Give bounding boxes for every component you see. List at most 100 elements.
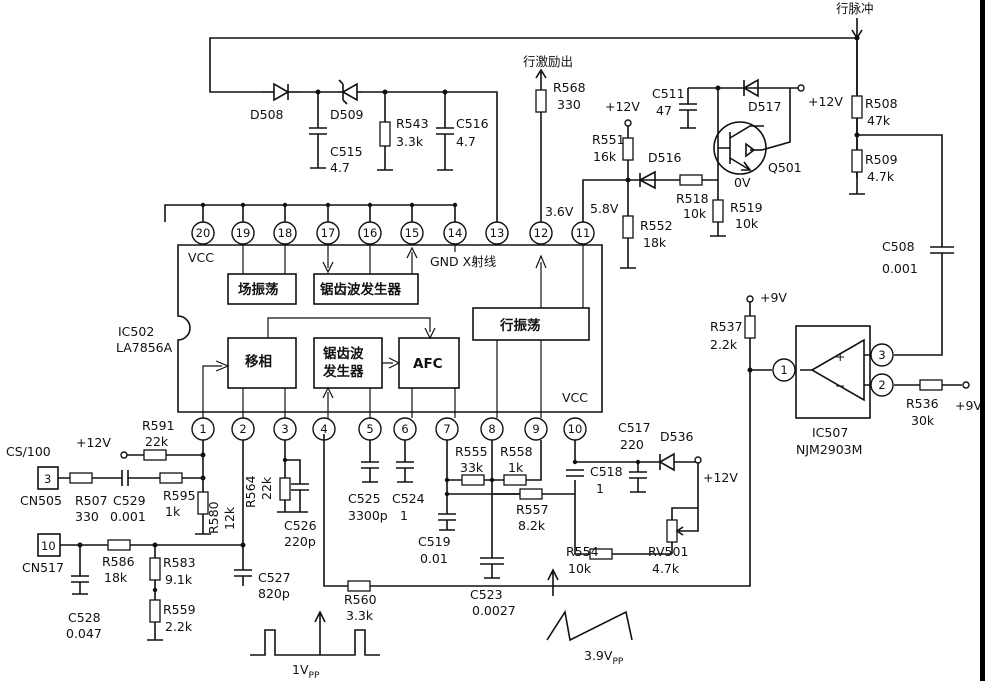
value-r536: 30k [911, 413, 935, 428]
waveform-pulse: 1VPP [250, 610, 380, 681]
pin3-network: C526 220p [277, 440, 317, 549]
label-cn505: CN505 [20, 493, 62, 508]
block-v-osc [227, 273, 297, 305]
label-r559: R559 [163, 602, 196, 617]
value-r564: 22k [259, 476, 274, 500]
value-r595: 1k [165, 504, 181, 519]
label-vcc-bottom: VCC [562, 390, 588, 405]
supply-9v-a: +9V [760, 290, 787, 305]
value-rv501: 4.7k [652, 561, 680, 576]
label-r591: R591 [142, 418, 175, 433]
value-c511: 47 [656, 103, 672, 118]
ic502-pin-13-label: 13 [490, 226, 505, 240]
value-c525: 3300p [348, 508, 388, 523]
value-c526: 220p [284, 534, 316, 549]
value-r568: 330 [557, 97, 581, 112]
label-r586: R586 [102, 554, 135, 569]
value-r519: 10k [735, 216, 759, 231]
label-r568: R568 [553, 80, 586, 95]
ic507-pin-1-label: 1 [780, 363, 787, 377]
block-sawtooth-mid-label1: 锯齿波 [323, 345, 364, 362]
pin5-pin6-caps: C525 3300p C524 1 [348, 440, 425, 523]
block-sawtooth-top-label: 锯齿波发生器 [320, 281, 401, 298]
ic502-pin-16 [358, 221, 382, 245]
label-5v8: 5.8V [590, 201, 619, 216]
hsync-divider: R508 47k R509 4.7k C508 0.001 [849, 38, 954, 356]
label-r595: R595 [163, 488, 196, 503]
ic502-pin-1-label: 1 [199, 422, 206, 436]
supply-12v-b: +12V [808, 94, 843, 109]
diode-d508: D508 [250, 82, 300, 122]
ic502: VCC VCC GND X射线 IC502 LA7856A 场振荡 锯齿波发生器… [116, 244, 603, 418]
label-d509: D509 [330, 107, 364, 122]
ic507-pin-2 [870, 373, 894, 397]
cn505-pin: 3 [44, 472, 51, 486]
value-r583: 9.1k [165, 572, 193, 587]
block-phase-shift [227, 337, 297, 389]
label-c525: C525 [348, 491, 381, 506]
label-h-drive-out: 行激励出 [523, 54, 573, 69]
ic502-pin-18-label: 18 [278, 226, 293, 240]
page-edge [980, 0, 985, 681]
value-c519: 0.01 [420, 551, 448, 566]
label-gnd-xray: GND X射线 [430, 254, 497, 269]
label-r557: R557 [516, 502, 549, 517]
label-rv501: RV501 [648, 544, 688, 559]
block-afc [398, 337, 460, 389]
label-c508: C508 [882, 239, 915, 254]
value-r558: 1k [508, 460, 524, 475]
label-r583: R583 [163, 555, 196, 570]
value-r509: 4.7k [867, 169, 895, 184]
ic502-pin-2-label: 2 [239, 422, 246, 436]
supply-12v-c: +12V [76, 435, 111, 450]
ic502-pin-9 [524, 417, 548, 441]
ic502-pin-18 [273, 221, 297, 245]
ic507-pin-1 [772, 358, 796, 382]
cn517-pin: 10 [41, 539, 56, 553]
label-vcc-top: VCC [188, 250, 214, 265]
label-r536: R536 [906, 396, 939, 411]
block-sawtooth-mid-label2: 发生器 [322, 363, 364, 380]
value-c528: 0.047 [66, 626, 102, 641]
waveform-sawtooth: 3.9VPP [546, 568, 633, 667]
label-r509: R509 [865, 152, 898, 167]
ic502-pin-5-label: 5 [366, 422, 373, 436]
ic502-pin-12 [529, 221, 553, 245]
ic502-top-bus [164, 202, 458, 222]
block-h-osc [472, 307, 590, 341]
label-c515: C515 [330, 144, 363, 159]
value-r586: 18k [104, 570, 128, 585]
label-r558: R558 [500, 444, 533, 459]
label-c527: C527 [258, 570, 291, 585]
ic507-pins: 123 [772, 343, 894, 397]
label-ic507: IC507 [812, 425, 848, 440]
value-c515: 4.7 [330, 160, 350, 175]
label-c516: C516 [456, 116, 489, 131]
value-c518: 1 [596, 481, 604, 496]
ic502-pin-14 [443, 221, 467, 245]
label-r518: R518 [676, 191, 709, 206]
value-r537: 2.2k [710, 337, 738, 352]
label-c524: C524 [392, 491, 425, 506]
q501-network: +12V R551 16k R552 18k D516 R518 10k R51… [582, 78, 843, 269]
label-r543: R543 [396, 116, 429, 131]
label-d517: D517 [748, 99, 781, 114]
top-wiring [209, 18, 863, 222]
label-3v9pp: 3.9VPP [584, 648, 624, 667]
label-d508: D508 [250, 107, 284, 122]
value-r554: 10k [568, 561, 592, 576]
label-c529: C529 [113, 493, 146, 508]
value-r591: 22k [145, 434, 169, 449]
label-c528: C528 [68, 610, 101, 625]
value-c527: 820p [258, 586, 290, 601]
value-c529: 0.001 [110, 509, 146, 524]
value-r580: 12k [222, 506, 237, 530]
ic502-pin-14-label: 14 [448, 226, 463, 240]
block-v-osc-label: 场振荡 [238, 281, 279, 298]
ic502-pin-7-label: 7 [443, 422, 450, 436]
value-r518: 10k [683, 206, 707, 221]
value-c524: 1 [400, 508, 408, 523]
label-c518: C518 [590, 464, 623, 479]
opamp-minus: − [835, 378, 845, 393]
